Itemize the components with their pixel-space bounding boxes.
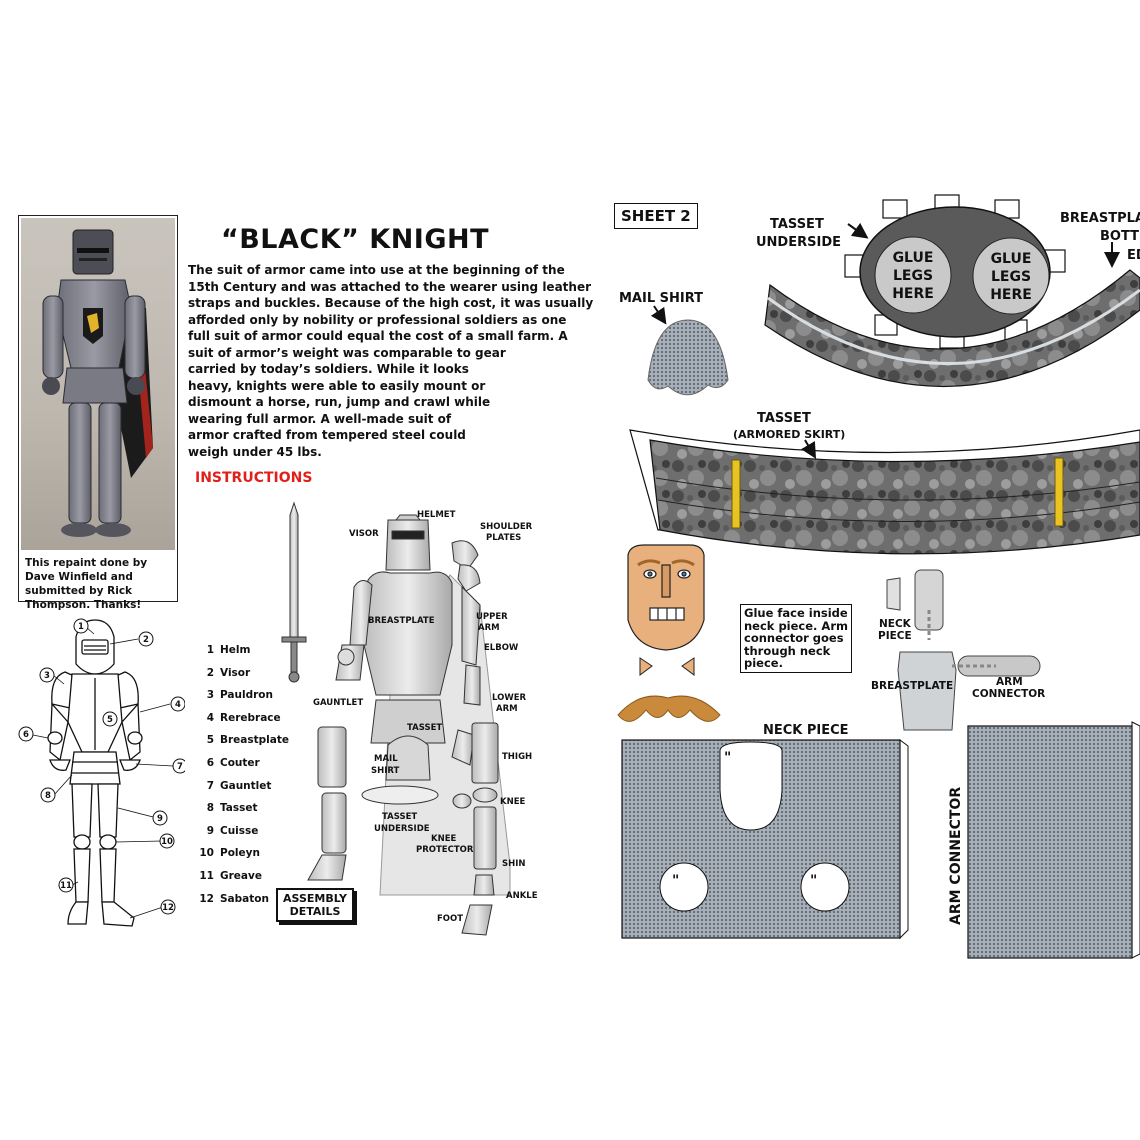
label-breastplate-3: ED	[1127, 248, 1140, 263]
intro-line: suit of armor’s weight was comparable to…	[188, 345, 506, 360]
knight-photo	[21, 218, 175, 550]
callout-number: 11	[60, 881, 72, 891]
sheet-2-cutouts: TASSET UNDERSIDE BREASTPLA BOTT ED MAIL …	[617, 194, 1140, 959]
label-tasset: TASSET	[407, 723, 442, 733]
glue-legs-text: LEGS	[991, 269, 1031, 285]
glue-legs-text: GLUE	[893, 250, 934, 266]
callout-number: 12	[162, 903, 174, 913]
assembly-box-line: DETAILS	[289, 905, 341, 918]
label-mail-shirt: MAIL SHIRT	[619, 291, 703, 306]
callout-number: 4	[175, 700, 181, 710]
label-breastplate: BREASTPLATE	[368, 616, 435, 626]
assembly-details-diagram: HELMET VISOR SHOULDER PLATES BREASTPLATE…	[281, 501, 538, 936]
instructions-heading: INSTRUCTIONS	[195, 470, 313, 486]
label-neck: NECK	[879, 618, 912, 630]
assembly-box-line: ASSEMBLY	[283, 892, 347, 905]
hole-mark: "	[810, 873, 817, 889]
glue-legs-text: HERE	[892, 286, 934, 302]
label-lower: LOWER	[492, 693, 527, 703]
label-tasset-underside-1: TASSET	[382, 812, 417, 822]
label-breastplate-1: BREASTPLA	[1060, 211, 1140, 226]
label-piece: PIECE	[878, 630, 912, 642]
label-shirt: SHIRT	[371, 766, 400, 776]
sheet-label: SHEET 2	[614, 203, 698, 229]
armor-parts-diagram: 1 2 3 4 5 6 7 8 9 10 11 12	[18, 618, 185, 927]
label-shin: SHIN	[502, 859, 526, 869]
photo-caption: This repaint done by Dave Winfield and s…	[25, 557, 148, 611]
hole-mark: "	[672, 873, 679, 889]
label-visor: VISOR	[349, 529, 379, 539]
glue-legs-text: GLUE	[991, 251, 1032, 267]
assembly-details-box: ASSEMBLY DETAILS	[276, 888, 354, 922]
knight-figure-image	[42, 229, 153, 537]
callout-number: 7	[177, 762, 183, 772]
callout-number: 5	[107, 715, 113, 725]
label-thigh: THIGH	[502, 752, 532, 762]
intro-line: armor crafted from tempered steel could	[188, 428, 466, 442]
label-arm-connector-vertical: ARM CONNECTOR	[948, 787, 964, 925]
label-foot: FOOT	[437, 914, 463, 924]
intro-line: afforded only by nobility or professiona…	[188, 312, 567, 327]
intro-line: wearing full armor. A well-made suit of	[188, 411, 452, 426]
label-breastplate-2: BOTT	[1100, 229, 1139, 244]
label-knee-protector-1: KNEE	[431, 834, 457, 844]
hole-mark: "	[724, 750, 731, 766]
callout-number: 8	[45, 791, 51, 801]
label-knee: KNEE	[500, 797, 526, 807]
callout-number: 2	[143, 635, 149, 645]
callout-number: 1	[78, 622, 84, 632]
label-breastplate-small: BREASTPLATE	[871, 680, 953, 692]
intro-paragraph: The suit of armor came into use at the b…	[188, 262, 594, 460]
callout-number: 3	[44, 671, 50, 681]
label-tasset-underside-1: TASSET	[770, 217, 824, 232]
label-gauntlet: GAUNTLET	[313, 698, 363, 708]
intro-line: weigh under 45 lbs.	[188, 444, 322, 459]
callout-number: 6	[23, 730, 29, 740]
label-lower-arm: ARM	[496, 704, 518, 714]
glue-note-box: Glue face inside neck piece. Arm connect…	[740, 604, 852, 673]
label-plates: PLATES	[486, 533, 521, 543]
label-tasset-underside-2: UNDERSIDE	[756, 235, 841, 250]
intro-line: heavy, knights were able to easily mount…	[188, 378, 486, 393]
label-arm: ARM	[996, 676, 1023, 688]
label-armored-skirt: (ARMORED SKIRT)	[733, 428, 845, 441]
label-helmet: HELMET	[417, 510, 456, 520]
label-neck-piece-title: NECK PIECE	[763, 723, 849, 738]
label-connector: CONNECTOR	[972, 688, 1045, 700]
glue-legs-text: HERE	[990, 287, 1032, 303]
label-arm: ARM	[478, 623, 500, 633]
label-ankle: ANKLE	[506, 891, 538, 901]
intro-line: The suit of armor came into use at the b…	[188, 263, 565, 277]
label-knee-protector-2: PROTECTOR	[416, 845, 474, 855]
label-upper: UPPER	[476, 612, 508, 622]
intro-line: 15th Century and was attached to the wea…	[188, 279, 592, 294]
knight-photo-frame: This repaint done by Dave Winfield and s…	[18, 215, 178, 611]
intro-line: carried by today’s soldiers. While it lo…	[188, 362, 469, 376]
page-title: “BLACK” KNIGHT	[220, 224, 490, 255]
label-mail: MAIL	[374, 754, 398, 764]
label-elbow: ELBOW	[484, 643, 519, 653]
intro-line: dismount a horse, run, jump and crawl wh…	[188, 395, 491, 409]
callout-number: 9	[157, 814, 163, 824]
label-shoulder: SHOULDER	[480, 522, 533, 532]
glue-legs-text: LEGS	[893, 268, 933, 284]
intro-line: full suit of armor could equal the cost …	[188, 329, 568, 343]
label-tasset: TASSET	[757, 411, 811, 426]
callout-number: 10	[161, 837, 173, 847]
intro-line: straps and buckles. Because of the high …	[188, 296, 594, 310]
label-tasset-underside-2: UNDERSIDE	[374, 824, 430, 834]
